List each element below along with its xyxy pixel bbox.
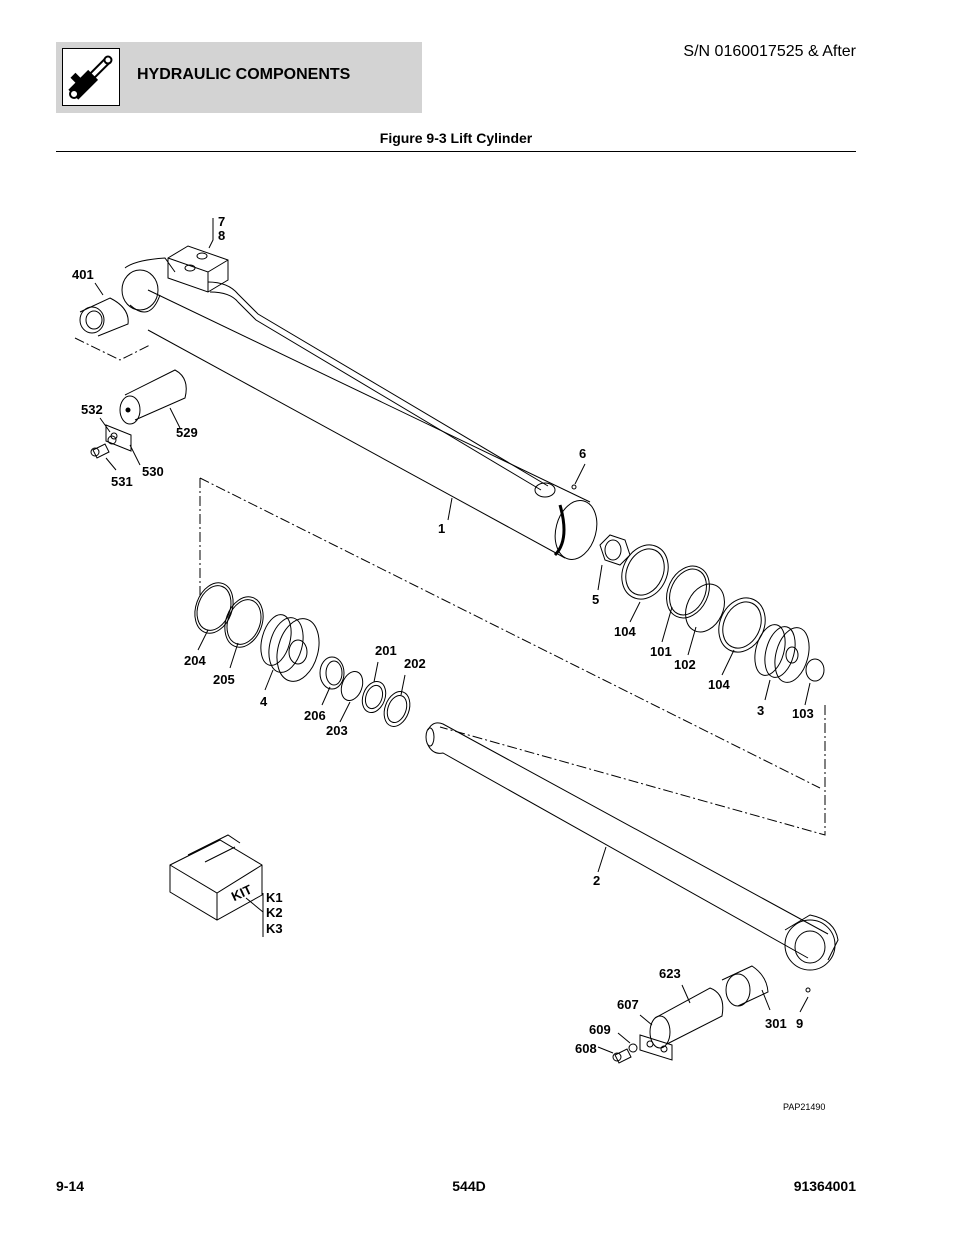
callout-leaders <box>94 218 811 1054</box>
callout-5: 5 <box>592 592 599 607</box>
retainer-plate-607 <box>639 1034 673 1061</box>
callout-205: 205 <box>213 672 235 687</box>
callout-203: 203 <box>326 723 348 738</box>
section-title: HYDRAULIC COMPONENTS <box>137 66 351 83</box>
seal-101 <box>666 565 710 619</box>
callout-202: 202 <box>404 656 426 671</box>
cylinder-barrel <box>121 257 598 560</box>
callout-3: 3 <box>757 703 764 718</box>
callout-101: 101 <box>650 644 672 659</box>
nut-5 <box>599 534 631 566</box>
retainer-plate-530 <box>105 424 132 452</box>
seal-203 <box>340 670 364 702</box>
serial-number-range: S/N 0160017525 & After <box>683 43 856 60</box>
header-rule <box>56 151 856 152</box>
fitting-9 <box>805 987 811 993</box>
callout-9: 9 <box>796 1016 803 1031</box>
callout-532: 532 <box>81 402 103 417</box>
seal-205 <box>224 596 264 648</box>
hydraulic-cylinder-icon <box>62 48 120 106</box>
seal-201 <box>361 681 387 713</box>
callout-301: 301 <box>765 1016 787 1031</box>
figure-title: Figure 9-3 Lift Cylinder <box>379 130 533 146</box>
callout-204: 204 <box>184 653 206 668</box>
callout-529: 529 <box>176 425 198 440</box>
kit-box <box>169 834 263 921</box>
callout-k3: K3 <box>266 921 283 936</box>
callout-607: 607 <box>617 997 639 1012</box>
callout-1: 1 <box>438 521 445 536</box>
wiper-206 <box>319 656 345 690</box>
pin-623 <box>649 987 724 1049</box>
callout-2: 2 <box>593 873 600 888</box>
figure-reference-code: PAP21490 <box>783 1102 825 1112</box>
fitting-6 <box>571 484 577 490</box>
callout-4: 4 <box>260 694 268 709</box>
document-number: 91364001 <box>793 1178 856 1194</box>
wear-ring-104b <box>718 597 766 653</box>
piston-3 <box>754 624 810 683</box>
callout-530: 530 <box>142 464 164 479</box>
callout-608: 608 <box>575 1041 597 1056</box>
seal-204 <box>194 582 234 634</box>
seal-202 <box>383 691 411 727</box>
washer-609 <box>628 1043 638 1053</box>
callout-201: 201 <box>375 643 397 658</box>
port-block <box>167 245 229 293</box>
seal-102 <box>685 583 725 633</box>
callout-401: 401 <box>72 267 94 282</box>
bolt-608 <box>612 1048 632 1064</box>
o-ring-103 <box>805 658 825 682</box>
callout-8: 8 <box>218 228 225 243</box>
callout-103: 103 <box>792 706 814 721</box>
bolt-531 <box>90 443 110 459</box>
washer-532 <box>107 435 117 445</box>
callout-7: 7 <box>218 214 225 229</box>
callout-206: 206 <box>304 708 326 723</box>
bushing-301 <box>721 965 769 1007</box>
callout-104a: 104 <box>614 624 636 639</box>
model-number: 544D <box>452 1178 486 1194</box>
callout-104b: 104 <box>708 677 730 692</box>
callout-531: 531 <box>111 474 133 489</box>
callout-623: 623 <box>659 966 681 981</box>
callout-labels: 7 8 401 532 529 530 531 6 1 5 104 101 10… <box>72 214 814 1056</box>
callout-102: 102 <box>674 657 696 672</box>
cylinder-head-4 <box>260 614 320 682</box>
wear-ring-104a <box>621 544 669 600</box>
callout-k2: K2 <box>266 905 283 920</box>
callout-k1: K1 <box>266 890 283 905</box>
bushing-401 <box>79 297 129 337</box>
page-number: 9-14 <box>56 1178 85 1194</box>
kit-label: KIT <box>229 882 254 904</box>
pin-529 <box>119 369 187 425</box>
piston-rod-2 <box>425 722 839 971</box>
assembly-centerlines <box>74 337 826 836</box>
callout-6: 6 <box>579 446 586 461</box>
callout-609: 609 <box>589 1022 611 1037</box>
hydraulic-tube <box>207 281 556 498</box>
